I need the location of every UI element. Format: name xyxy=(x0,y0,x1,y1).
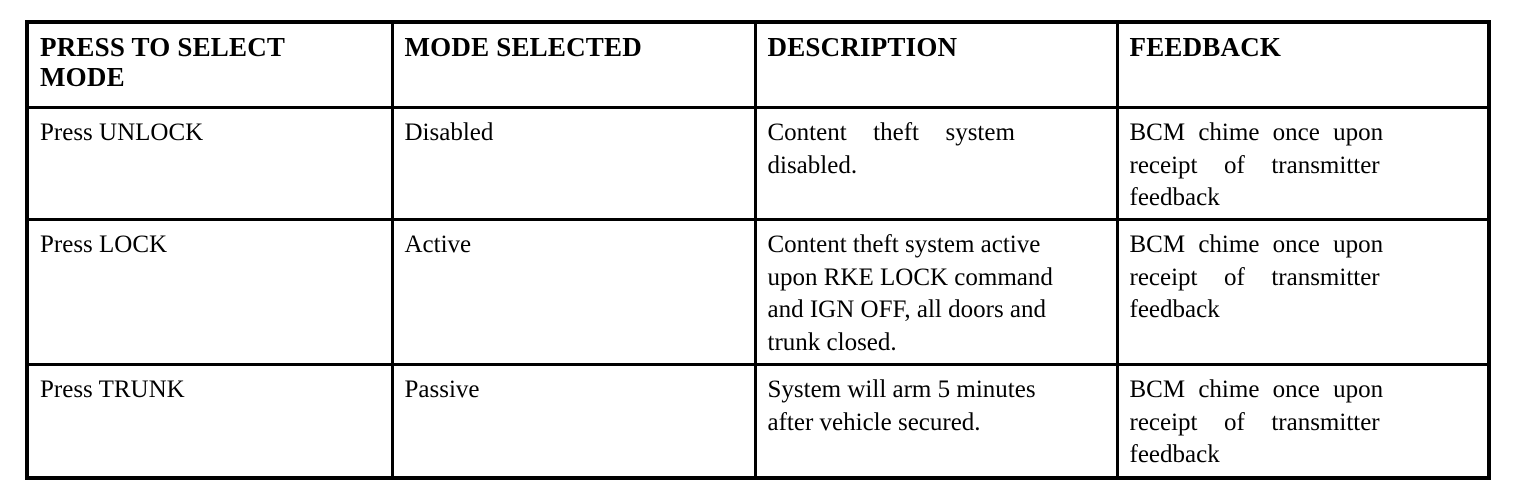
cell-value: Press UNLOCK xyxy=(40,119,204,146)
cell-feedback: BCM chime once upon receipt of transmitt… xyxy=(1115,363,1491,480)
cell-value: Press TRUNK xyxy=(40,376,185,403)
cell-mode-selected: Active xyxy=(390,218,757,366)
cell-description: Content theft system disabled. xyxy=(753,106,1119,221)
column-header-text: FEEDBACK xyxy=(1129,32,1282,62)
cell-line: BCM chime once upon xyxy=(1129,119,1384,146)
column-header-feedback: FEEDBACK xyxy=(1115,20,1491,109)
cell-line: BCM chime once upon xyxy=(1129,231,1384,258)
cell-line: Content theft system xyxy=(767,119,1015,146)
cell-mode-selected: Disabled xyxy=(390,106,757,221)
column-header-press-to-select-mode: PRESS TO SELECT MODE xyxy=(25,20,394,109)
table-row: Press TRUNK Passive System will arm 5 mi… xyxy=(25,363,1491,480)
column-header-text: DESCRIPTION xyxy=(767,32,958,62)
cell-value: Disabled xyxy=(404,119,494,146)
column-header-text: PRESS TO SELECT MODE xyxy=(40,32,286,93)
cell-line: upon RKE LOCK command xyxy=(767,263,1053,291)
table-row: Press LOCK Active Content theft system a… xyxy=(25,218,1491,366)
cell-line: feedback xyxy=(1129,184,1220,211)
cell-line: disabled. xyxy=(767,151,858,179)
mode-selection-table: PRESS TO SELECT MODE MODE SELECTED DESCR… xyxy=(25,20,1491,480)
cell-line: receipt of transmitter xyxy=(1129,263,1380,291)
cell-mode-selected: Passive xyxy=(390,363,757,480)
cell-value: Press LOCK xyxy=(40,231,168,258)
table-body: Press UNLOCK Disabled Content theft syst… xyxy=(25,106,1491,480)
cell-line: receipt of transmitter xyxy=(1129,151,1380,179)
cell-line: after vehicle secured. xyxy=(767,408,981,436)
cell-feedback: BCM chime once upon receipt of transmitt… xyxy=(1115,218,1491,366)
table-row: Press UNLOCK Disabled Content theft syst… xyxy=(25,106,1491,221)
cell-press-to-select-mode: Press TRUNK xyxy=(25,363,394,480)
table-header-row: PRESS TO SELECT MODE MODE SELECTED DESCR… xyxy=(25,20,1491,109)
column-header-text: MODE SELECTED xyxy=(404,32,642,62)
column-header-mode-selected: MODE SELECTED xyxy=(390,20,757,109)
cell-line: receipt of transmitter xyxy=(1129,408,1380,436)
cell-line: Content theft system active xyxy=(767,231,1041,258)
cell-press-to-select-mode: Press LOCK xyxy=(25,218,394,366)
table-header: PRESS TO SELECT MODE MODE SELECTED DESCR… xyxy=(25,20,1491,109)
cell-press-to-select-mode: Press UNLOCK xyxy=(25,106,394,221)
cell-description: System will arm 5 minutes after vehicle … xyxy=(753,363,1119,480)
cell-line: feedback xyxy=(1129,441,1220,468)
cell-feedback: BCM chime once upon receipt of transmitt… xyxy=(1115,106,1491,221)
column-header-description: DESCRIPTION xyxy=(753,20,1119,109)
cell-line: feedback xyxy=(1129,296,1220,323)
cell-description: Content theft system active upon RKE LOC… xyxy=(753,218,1119,366)
cell-line: BCM chime once upon xyxy=(1129,376,1384,403)
cell-value: Passive xyxy=(404,376,480,403)
cell-line: trunk closed. xyxy=(767,328,897,356)
cell-line: and IGN OFF, all doors and xyxy=(767,296,1047,323)
cell-line: System will arm 5 minutes xyxy=(767,376,1036,403)
cell-value: Active xyxy=(404,231,472,258)
